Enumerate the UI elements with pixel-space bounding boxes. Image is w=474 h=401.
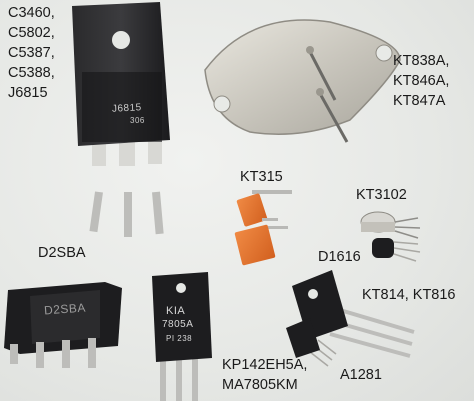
label-a1281: A1281 [340, 367, 382, 383]
a1281-transistor [286, 318, 337, 367]
label-kt838a: KT838A, [393, 53, 450, 69]
kt315-transistors [234, 190, 292, 266]
kia-marking-line3: PI 238 [166, 334, 193, 343]
to3p-transistor [72, 2, 170, 237]
label-ma7805km: MA7805KM [222, 377, 298, 393]
d2sba-marking: D2SBA [43, 300, 87, 318]
label-d1616: D1616 [318, 249, 361, 265]
label-kt847a: KT847A [393, 93, 446, 109]
d2sba-rectifier [4, 282, 122, 368]
d1616-transistor [372, 238, 421, 262]
label-c5387: C5387, [8, 45, 55, 61]
label-c3460: C3460, [8, 5, 55, 21]
kia-marking-line1: KIA [166, 305, 186, 317]
kia7805-regulator [152, 272, 212, 401]
label-kt814-kt816: KT814, KT816 [362, 287, 456, 303]
label-j6815: J6815 [8, 85, 48, 101]
label-kp142eh5a: KP142EH5A, [222, 357, 308, 373]
label-c5388: C5388, [8, 65, 55, 81]
j6815-marking: J6815 [111, 102, 142, 115]
to3-metal-transistor [204, 19, 401, 143]
label-kt846a: KT846A, [393, 73, 450, 89]
label-kt315: KT315 [240, 169, 283, 185]
j6815-sub-marking: 306 [130, 116, 145, 125]
kt3102-transistor [360, 211, 421, 239]
label-d2sba: D2SBA [38, 245, 86, 261]
label-c5802: C5802, [8, 25, 55, 41]
kia-marking-line2: 7805A [162, 319, 194, 330]
label-kt3102: KT3102 [356, 187, 407, 203]
